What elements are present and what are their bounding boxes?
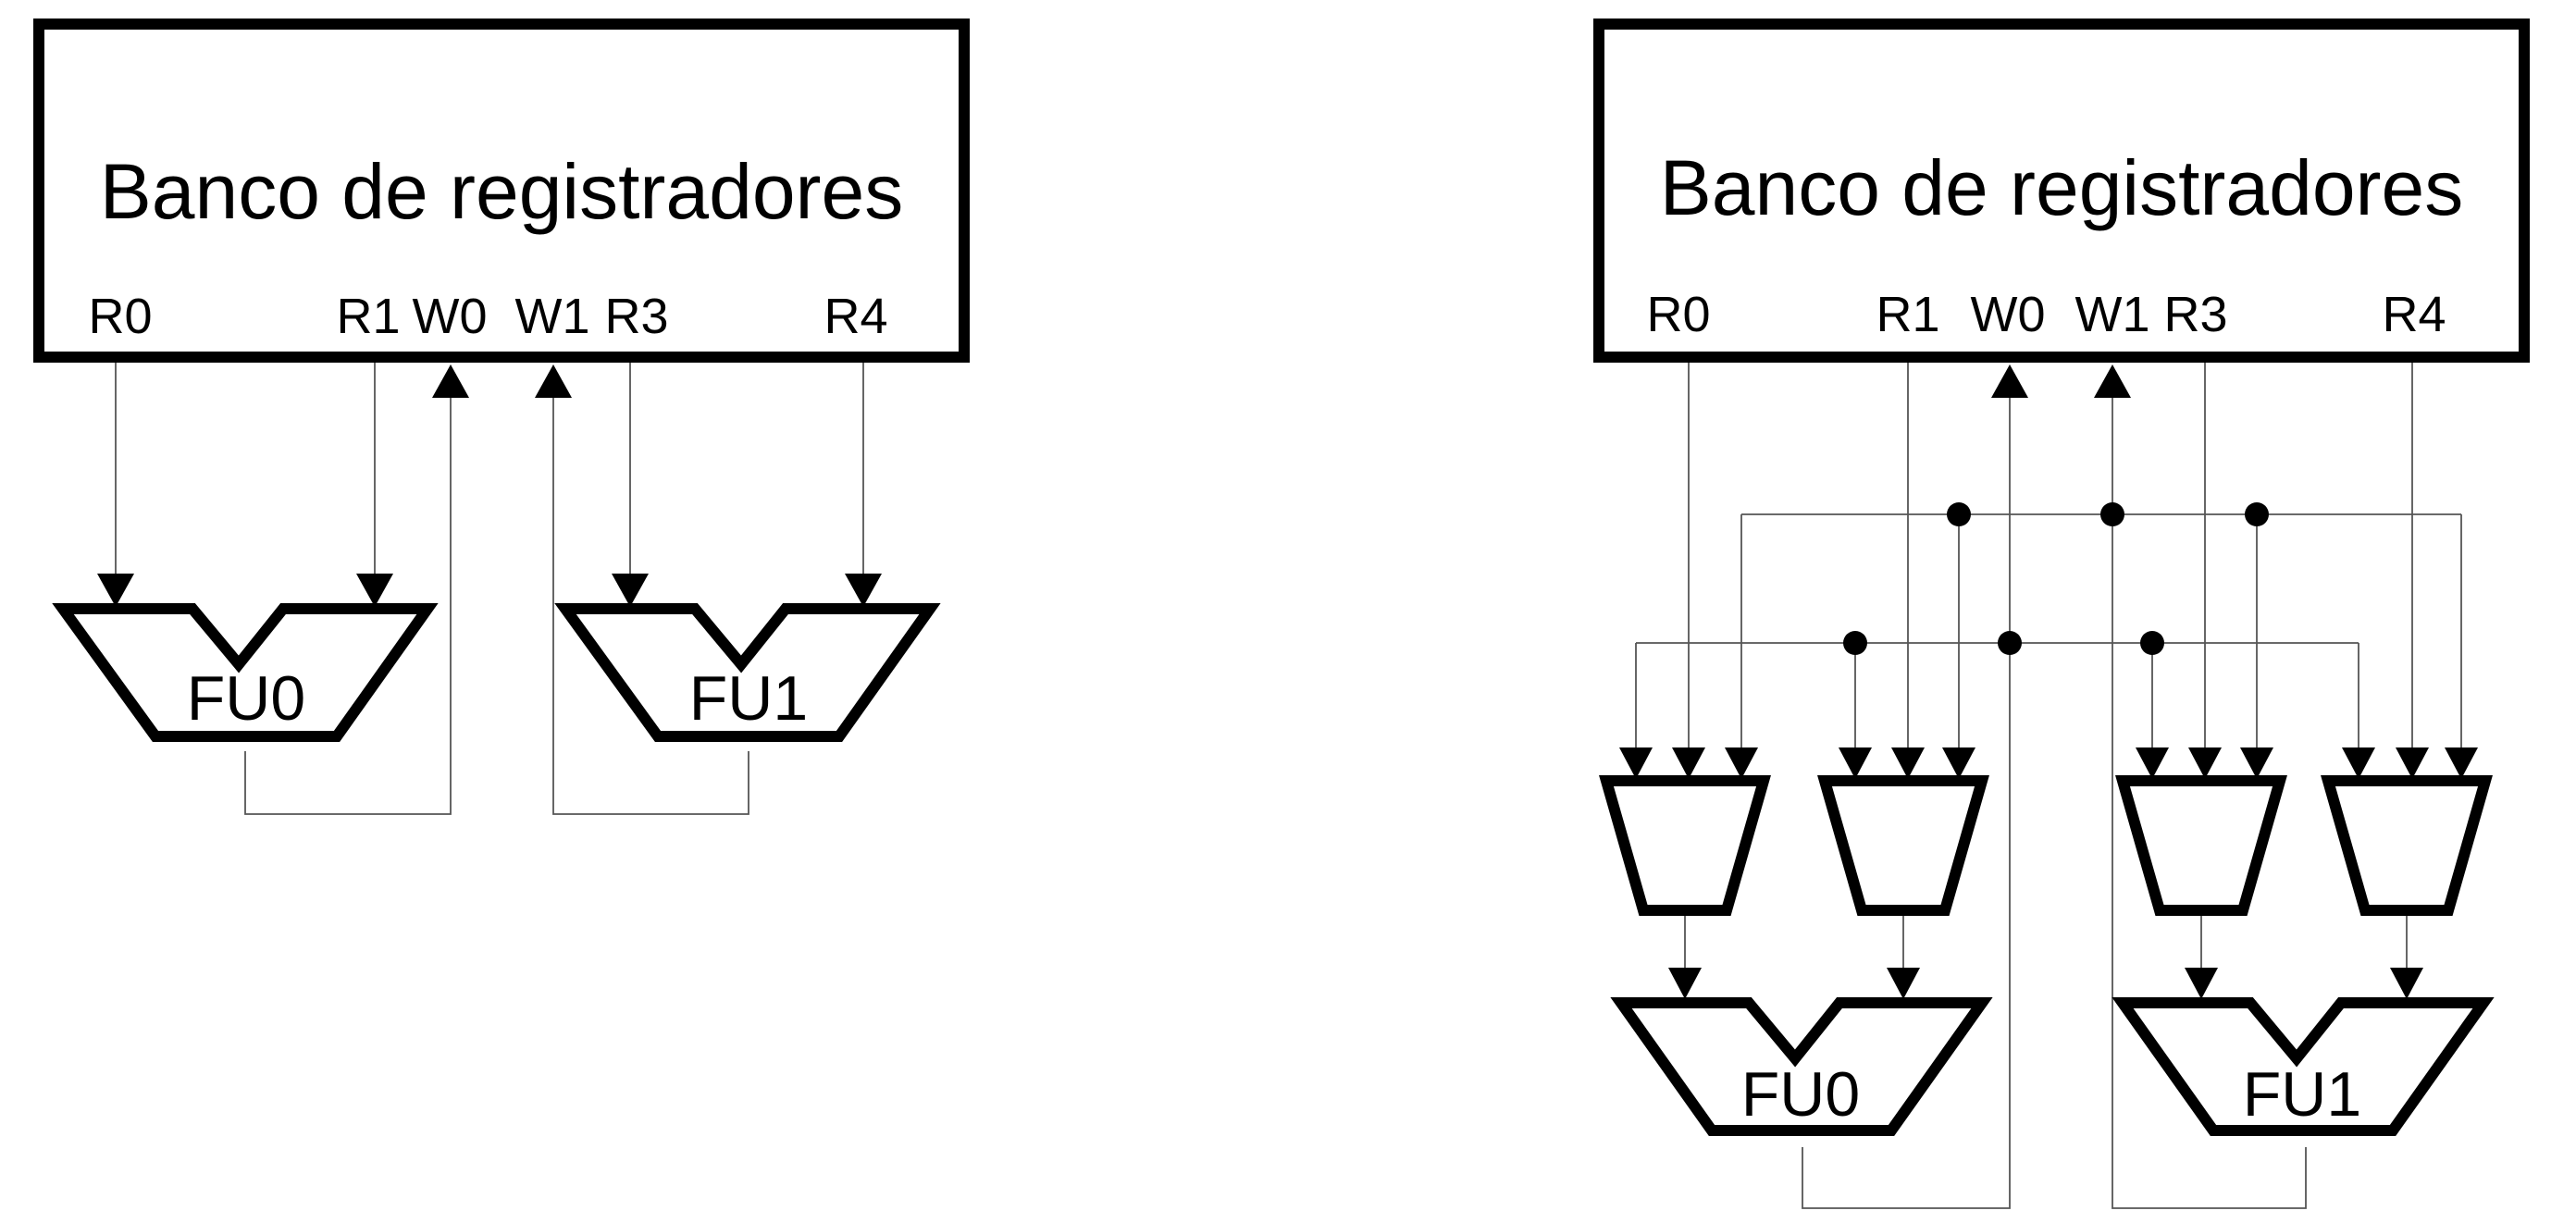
right-bank-title: Banco de registradores (1660, 144, 2464, 231)
right-mux-1 (1599, 775, 1771, 916)
left-arrow-r4 (845, 574, 882, 607)
left-writeback-fu0 (244, 392, 452, 815)
mux-output-arrow (1668, 968, 1702, 999)
right-mux-2 (1817, 775, 1989, 916)
left-register-bank (33, 19, 970, 363)
right-arrow-w1 (2094, 364, 2131, 398)
mux-output-arrow (1887, 968, 1920, 999)
left-port-r1: R1 (336, 289, 400, 344)
right-register-bank (1593, 19, 2530, 363)
left-arrow-r1 (356, 574, 393, 607)
left-writeback-fu1 (552, 392, 749, 815)
mux-output-arrow (2390, 968, 2423, 999)
mux-input-arrow (2136, 747, 2169, 779)
left-port-w1: W1 (515, 289, 590, 344)
mux-input-arrow (2396, 747, 2429, 779)
mux-input-arrow (1839, 747, 1872, 779)
mux-input-arrow (1672, 747, 1705, 779)
junction-dot (2100, 502, 2124, 526)
junction-dot (1947, 502, 1971, 526)
right-port-r0: R0 (1646, 287, 1710, 342)
right-writeback-fu0 (1802, 392, 2011, 1209)
mux-input-arrow (2188, 747, 2222, 779)
right-port-w1: W1 (2075, 287, 2150, 342)
right-arrow-w0 (1991, 364, 2028, 398)
left-port-r0: R0 (88, 289, 152, 344)
left-fu1-label: FU1 (689, 663, 808, 734)
left-arrow-w0 (432, 364, 469, 398)
right-fu1-label: FU1 (2243, 1059, 2361, 1130)
right-port-r4: R4 (2382, 287, 2446, 342)
mux-input-arrow (1725, 747, 1758, 779)
mux-input-arrow (2342, 747, 2375, 779)
right-fu0 (1610, 997, 1993, 1136)
right-fu1 (2112, 997, 2495, 1136)
left-fu0 (52, 603, 439, 742)
left-port-r4: R4 (824, 289, 887, 344)
right-port-r3: R3 (2163, 287, 2227, 342)
left-port-w0: W0 (413, 289, 488, 344)
mux-input-arrow (1942, 747, 1975, 779)
right-port-w0: W0 (1971, 287, 2046, 342)
right-mux-3 (2115, 775, 2287, 916)
right-diagram: Banco de registradores R0 R1 W0 W1 R3 R4 (1593, 19, 2530, 1209)
mux-output-arrow (2185, 968, 2218, 999)
left-arrow-r0 (97, 574, 134, 607)
left-port-r3: R3 (604, 289, 668, 344)
right-fu0-label: FU0 (1741, 1059, 1860, 1130)
junction-dot (2245, 502, 2269, 526)
mux-input-arrow (2445, 747, 2478, 779)
right-mux-4 (2321, 775, 2493, 916)
left-arrow-w1 (535, 364, 572, 398)
junction-dot (1843, 631, 1867, 655)
left-bank-title: Banco de registradores (100, 148, 904, 235)
mux-input-arrow (1619, 747, 1653, 779)
left-arrow-r3 (612, 574, 649, 607)
left-fu1 (554, 603, 941, 742)
mux-input-arrow (1891, 747, 1925, 779)
junction-dot (2140, 631, 2164, 655)
right-writeback-fu1 (2112, 392, 2307, 1209)
right-port-r1: R1 (1876, 287, 1939, 342)
mux-input-arrow (2240, 747, 2273, 779)
left-fu0-label: FU0 (187, 663, 305, 734)
junction-dot (1998, 631, 2022, 655)
left-diagram: Banco de registradores R0 R1 W0 W1 R3 R4… (33, 19, 970, 815)
